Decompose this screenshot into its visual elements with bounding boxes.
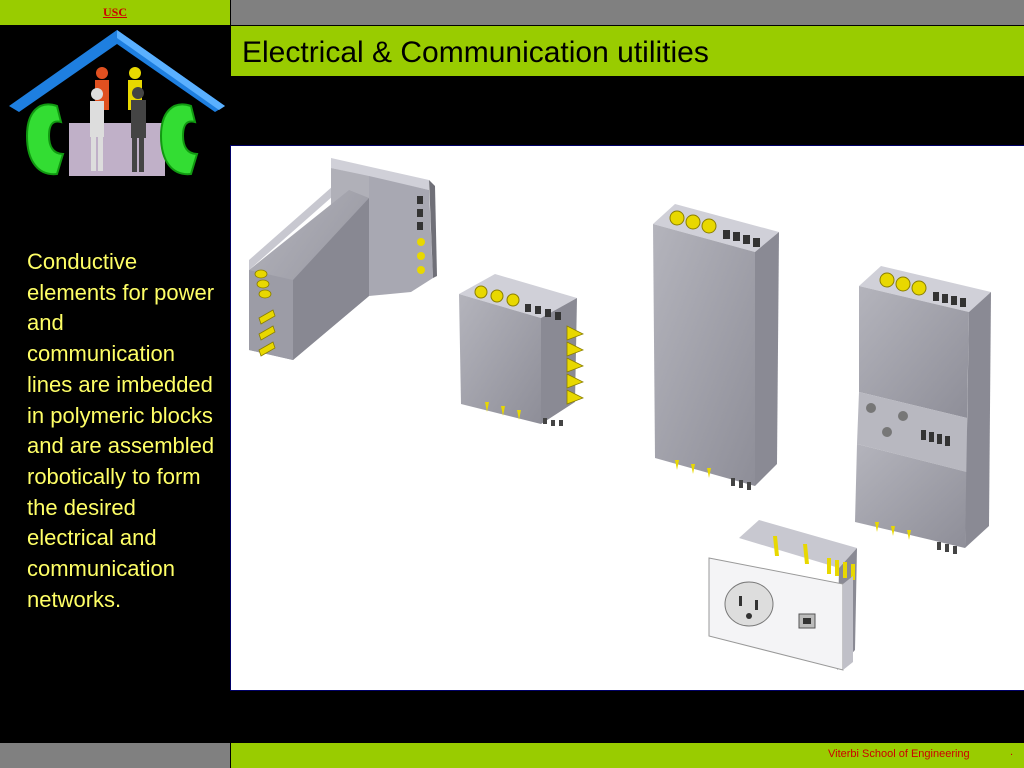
modules-illustration <box>230 145 1024 691</box>
page-title: Electrical & Communication utilities <box>242 36 709 69</box>
outlet-tall-block <box>855 266 991 554</box>
bottom-left-bar <box>0 743 230 768</box>
top-left-bar <box>0 0 230 25</box>
l-shaped-block <box>249 158 437 360</box>
bottom-right-bar <box>231 743 1024 768</box>
cc-house-logo <box>9 30 225 176</box>
usc-brand: USC <box>102 5 127 19</box>
footer-school-name: Viterbi School of Engineering <box>828 748 970 760</box>
wall-outlet-module <box>708 520 857 671</box>
small-block <box>459 274 584 426</box>
description-text: Conductive elements for power and commun… <box>27 249 215 612</box>
tall-block <box>653 204 779 490</box>
top-right-bar <box>231 0 1024 25</box>
footer-page-marker: . <box>1010 746 1014 758</box>
title-bar <box>231 26 1024 76</box>
